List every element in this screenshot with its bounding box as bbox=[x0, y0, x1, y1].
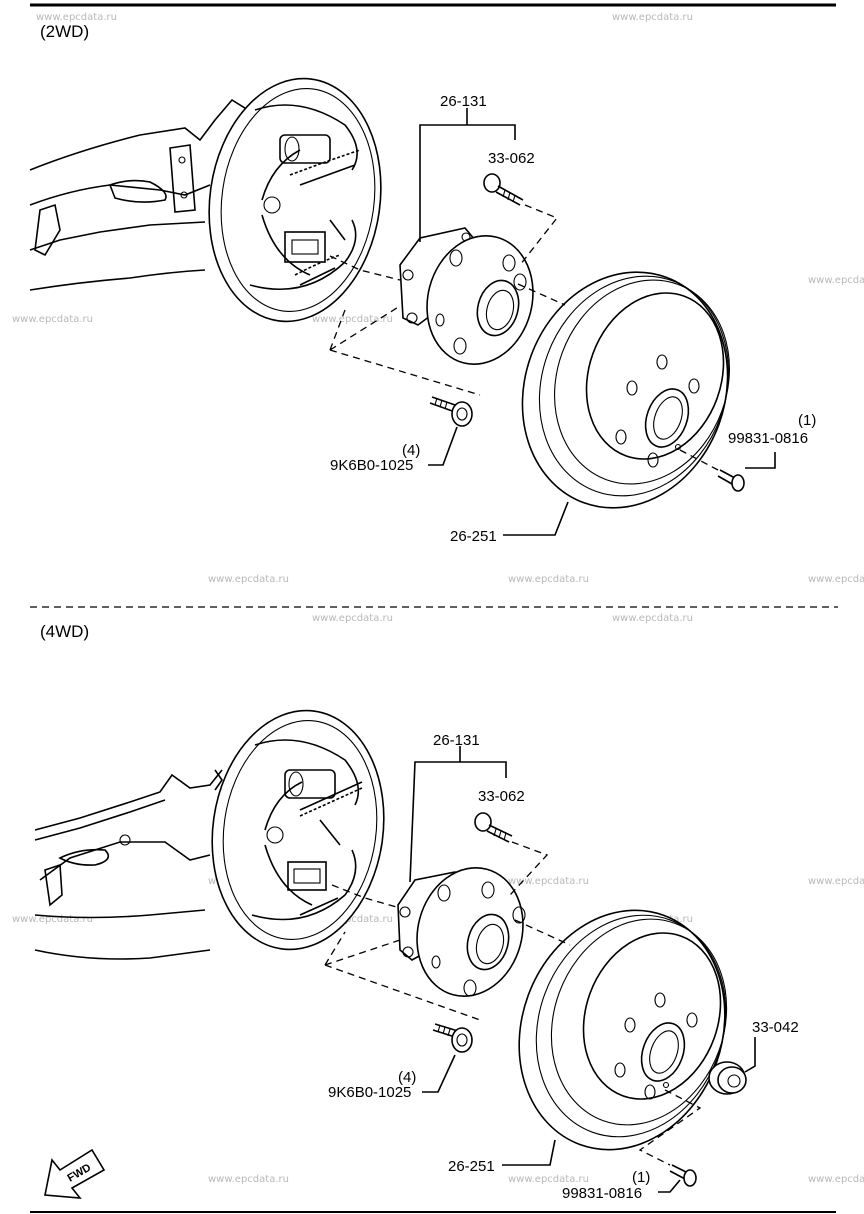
label-bolt-qty: (4) bbox=[398, 1069, 416, 1086]
label-screw: 99831-0816 bbox=[562, 1185, 642, 1202]
rear-axle-beam bbox=[34, 769, 223, 960]
watermark: www.epcdata.ru bbox=[612, 613, 693, 624]
rear-axle-beam bbox=[29, 98, 249, 291]
watermark: www.epcdata.ru bbox=[808, 275, 864, 286]
label-screw-qty: (1) bbox=[632, 1169, 650, 1186]
section-title: (4WD) bbox=[40, 622, 89, 641]
watermark: www.epcdata.ru bbox=[312, 914, 393, 925]
watermark: www.epcdata.ru bbox=[508, 1174, 589, 1185]
hub-bolt-33-062 bbox=[483, 173, 524, 206]
watermark: www.epcdata.ru bbox=[312, 613, 393, 624]
fwd-arrow-icon: FWD bbox=[44, 1148, 106, 1199]
drum-screw bbox=[669, 1164, 697, 1187]
label-bolt: 9K6B0-1025 bbox=[330, 457, 413, 474]
watermark: www.epcdata.ru bbox=[208, 1174, 289, 1185]
watermark: www.epcdata.ru bbox=[208, 574, 289, 585]
watermark: www.epcdata.ru bbox=[612, 12, 693, 23]
label-bolt: 9K6B0-1025 bbox=[328, 1084, 411, 1101]
label-hub: 26-131 bbox=[433, 732, 480, 749]
label-hub: 26-131 bbox=[440, 93, 487, 110]
label-drum: 26-251 bbox=[448, 1158, 495, 1175]
guide-lines bbox=[329, 204, 719, 471]
brake-drum bbox=[521, 271, 730, 509]
brake-drum bbox=[518, 909, 728, 1151]
watermark: www.epcdata.ru bbox=[508, 574, 589, 585]
label-hub-bolt: 33-062 bbox=[478, 788, 525, 805]
hub-bolt-9k6b0-1025 bbox=[432, 1023, 473, 1053]
drum-screw bbox=[717, 469, 745, 492]
label-nut: 33-042 bbox=[752, 1019, 799, 1036]
hub-nut-33-042 bbox=[708, 1061, 747, 1095]
label-screw-qty: (1) bbox=[798, 412, 816, 429]
watermark: www.epcdata.ru bbox=[808, 876, 864, 887]
section-title: (2WD) bbox=[40, 22, 89, 41]
label-screw: 99831-0816 bbox=[728, 430, 808, 447]
section-2wd: (2WD) bbox=[29, 22, 816, 545]
hub-bolt-9k6b0-1025 bbox=[429, 396, 473, 427]
section-4wd: (4WD) bbox=[34, 622, 799, 1202]
leaders bbox=[419, 108, 776, 536]
hub-bolt-33-062 bbox=[474, 812, 513, 843]
watermark: www.epcdata.ru bbox=[508, 876, 589, 887]
watermark: www.epcdata.ru bbox=[808, 1174, 864, 1185]
label-bolt-qty: (4) bbox=[402, 442, 420, 459]
leaders bbox=[409, 746, 756, 1193]
guide-lines bbox=[324, 841, 702, 1166]
brake-backing-plate bbox=[211, 709, 385, 951]
wheel-hub-assembly bbox=[397, 866, 526, 998]
watermark: www.epcdata.ru bbox=[12, 314, 93, 325]
brake-backing-plate bbox=[208, 77, 382, 323]
label-hub-bolt: 33-062 bbox=[488, 150, 535, 167]
watermark: www.epcdata.ru bbox=[12, 914, 93, 925]
watermark: www.epcdata.ru bbox=[312, 314, 393, 325]
label-drum: 26-251 bbox=[450, 528, 497, 545]
wheel-hub-assembly bbox=[399, 227, 534, 366]
watermark: www.epcdata.ru bbox=[36, 12, 117, 23]
watermark: www.epcdata.ru bbox=[808, 574, 864, 585]
